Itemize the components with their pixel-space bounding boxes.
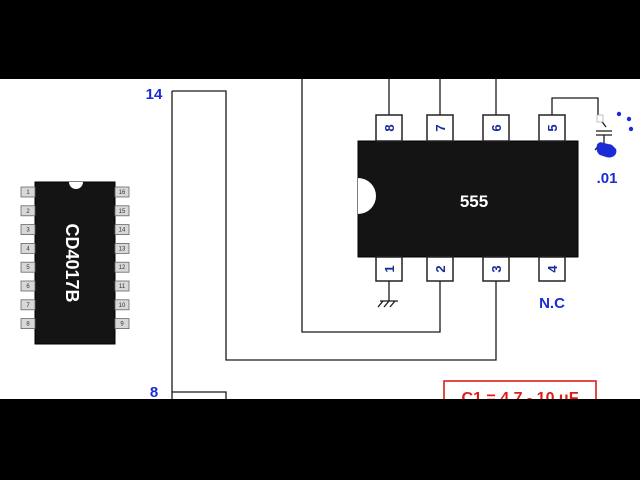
cd4017b-pin: 5 [20,261,36,273]
cd4017b-pin: 9 [114,318,130,330]
c1-note-text: C1 = 4.7 - 10 uF [462,390,579,399]
ic-555-pin: 7 [426,114,454,142]
cd4017b-pin-number: 15 [119,209,126,215]
cd4017b-pin-number: 16 [119,190,126,196]
ic-555-pin: 5 [538,114,566,142]
cd4017b-pin: 16 [114,186,130,198]
cd4017b-pin-number: 4 [26,246,30,252]
nc-label: N.C [539,295,565,312]
wire-pin2 [301,79,441,333]
ic-555-top-pins: 8 7 6 5 [375,114,566,142]
cd4017b-label: CD4017B [62,223,82,302]
mouse-cursor-icon [596,111,634,158]
cd4017b-pin: 12 [114,261,130,273]
ic-555-pin: 3 [482,256,510,282]
cd4017b-pin: 6 [20,280,36,292]
cd4017b-pin-number: 5 [26,265,30,271]
ic-555-pin-number: 6 [489,124,504,131]
ic-555-pin: 2 [426,256,454,282]
cd4017b-pin-number: 3 [26,228,30,234]
cap-value-label: .01 [597,170,618,187]
ic-555-pin-number: 8 [382,124,397,131]
cd4017b-pin-number: 12 [119,265,126,271]
c1-note-box: C1 = 4.7 - 10 uF [443,380,597,399]
ic-555-pin-number: 5 [545,124,560,131]
ic-555-label: 555 [460,192,488,211]
ic-555-pin: 1 [375,256,403,282]
ic-555-pin-number: 1 [382,265,397,272]
cd4017b-pin: 8 [20,318,36,330]
cd4017b-pin: 13 [114,242,130,254]
ic-555-pin-number: 2 [433,265,448,272]
cd4017b-pin-number: 14 [119,228,126,234]
cd4017b-left-pins: 1 2 3 4 5 6 7 8 [20,186,36,330]
cd4017b-right-pins: 16 15 14 13 12 11 10 9 [114,186,130,330]
cd4017b-pin-number: 1 [26,190,30,196]
cd4017b-pin-number: 13 [119,246,126,252]
pin14-label: 14 [146,86,163,103]
cd4017b-pin-number: 2 [26,209,30,215]
cd4017b-pin: 10 [114,299,130,311]
wire-pin14 [172,90,497,361]
cd4017b-pin-number: 8 [26,322,30,328]
wire-pin8-left [172,391,227,399]
cd4017b-pin: 15 [114,205,130,217]
ic-555-pin: 6 [482,114,510,142]
cd4017b-pin: 1 [20,186,36,198]
ic-555-pin: 4 [538,256,566,282]
ic-555-pin-number: 3 [489,265,504,272]
cd4017b-pin: 4 [20,242,36,254]
ic-555-chip: 555 8 7 6 5 1 2 3 4 [357,114,579,282]
cd4017b-pin-number: 10 [119,303,126,309]
cd4017b-pin: 11 [114,280,130,292]
ic-555-bottom-pins: 1 2 3 4 [375,256,566,282]
ground-symbol [377,300,398,308]
ic-555-pin-number: 4 [545,265,560,273]
pin8-label: 8 [150,384,158,399]
cd4017b-pin-number: 7 [26,303,30,309]
cd4017b-pin-number: 9 [120,322,124,328]
cd4017b-pin-number: 6 [26,284,30,290]
wires [171,79,600,399]
cd4017b-pin-number: 11 [119,284,126,290]
cd4017b-pin: 7 [20,299,36,311]
cd4017b-pin: 2 [20,205,36,217]
ic-555-pin: 8 [375,114,403,142]
ic-555-pin-number: 7 [433,124,448,131]
cd4017b-pin: 3 [20,224,36,236]
cd4017b-pin: 14 [114,224,130,236]
